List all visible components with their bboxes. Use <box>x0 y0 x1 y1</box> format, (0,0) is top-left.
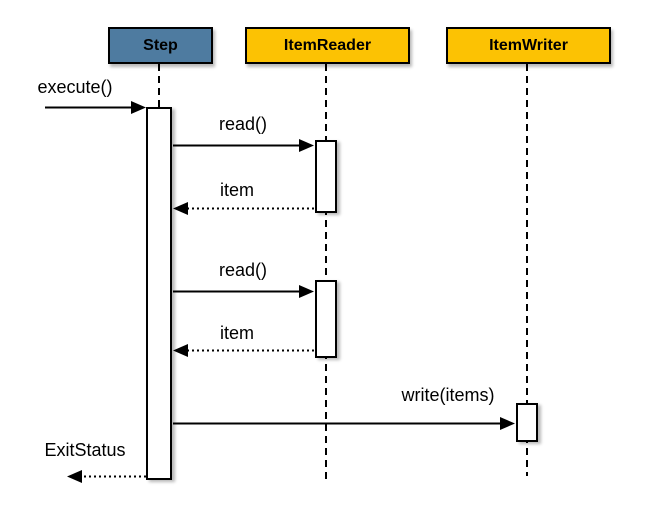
activation-bar-step <box>146 107 172 480</box>
message-label-exitstatus: ExitStatus <box>44 440 126 460</box>
participant-step-label: Step <box>143 36 178 54</box>
message-label-read-1: read() <box>218 114 267 134</box>
participant-step: Step <box>108 27 213 64</box>
participant-item-reader: ItemReader <box>245 27 410 64</box>
read2-arrowhead <box>299 285 314 298</box>
exitstatus-arrowhead <box>67 470 82 483</box>
activation-bar-itemreader-1 <box>315 140 337 213</box>
message-label-read-2: read() <box>218 260 267 280</box>
execute-arrowhead <box>131 101 146 114</box>
read1-arrowhead <box>299 139 314 152</box>
lifeline-item-writer <box>526 64 528 476</box>
participant-item-writer-label: ItemWriter <box>489 36 568 54</box>
activation-bar-itemwriter <box>516 403 538 442</box>
message-label-item-1: item <box>219 180 254 200</box>
item1-arrowhead <box>173 202 188 215</box>
write-arrowhead <box>500 417 515 430</box>
participant-item-writer: ItemWriter <box>446 27 611 64</box>
participant-item-reader-label: ItemReader <box>283 36 372 54</box>
message-label-write-items: write(items) <box>401 385 495 405</box>
lifeline-step <box>158 64 160 110</box>
message-label-item-2: item <box>219 323 254 343</box>
activation-bar-itemreader-2 <box>315 280 337 358</box>
lifeline-item-reader <box>325 64 327 483</box>
item2-arrowhead <box>173 344 188 357</box>
message-label-execute: execute() <box>37 77 113 97</box>
